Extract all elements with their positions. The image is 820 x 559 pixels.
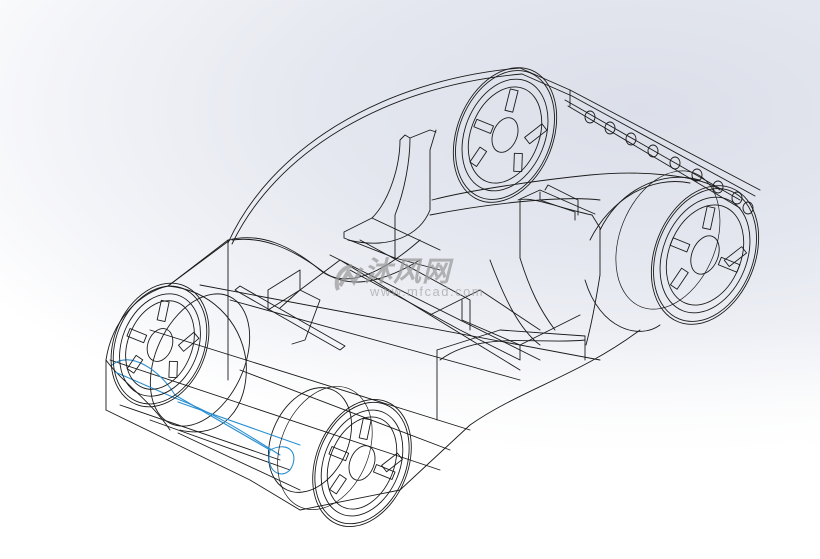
- hub-icon: [491, 117, 519, 153]
- selected-edge-highlight: [111, 359, 301, 475]
- spokes-icon: [328, 417, 403, 495]
- hub-icon: [348, 445, 376, 481]
- hub-icon: [146, 328, 174, 362]
- seat-left: [343, 129, 441, 271]
- spokes-icon: [469, 88, 548, 173]
- deck-pieces: [234, 239, 581, 371]
- body-outline: [105, 237, 641, 511]
- track-belt-rear: [429, 67, 761, 332]
- wheel-rear-left[interactable]: [434, 52, 575, 218]
- seat-right: [489, 184, 601, 346]
- wheel-front-right[interactable]: [259, 370, 429, 541]
- wheel-front-left[interactable]: [93, 268, 226, 421]
- spokes-icon: [669, 205, 748, 290]
- hub-icon: [690, 235, 720, 275]
- wheel-rear-right[interactable]: [596, 155, 778, 340]
- canopy-arc: [227, 67, 523, 245]
- spokes-icon: [126, 299, 200, 379]
- track-belt-front: [105, 285, 352, 493]
